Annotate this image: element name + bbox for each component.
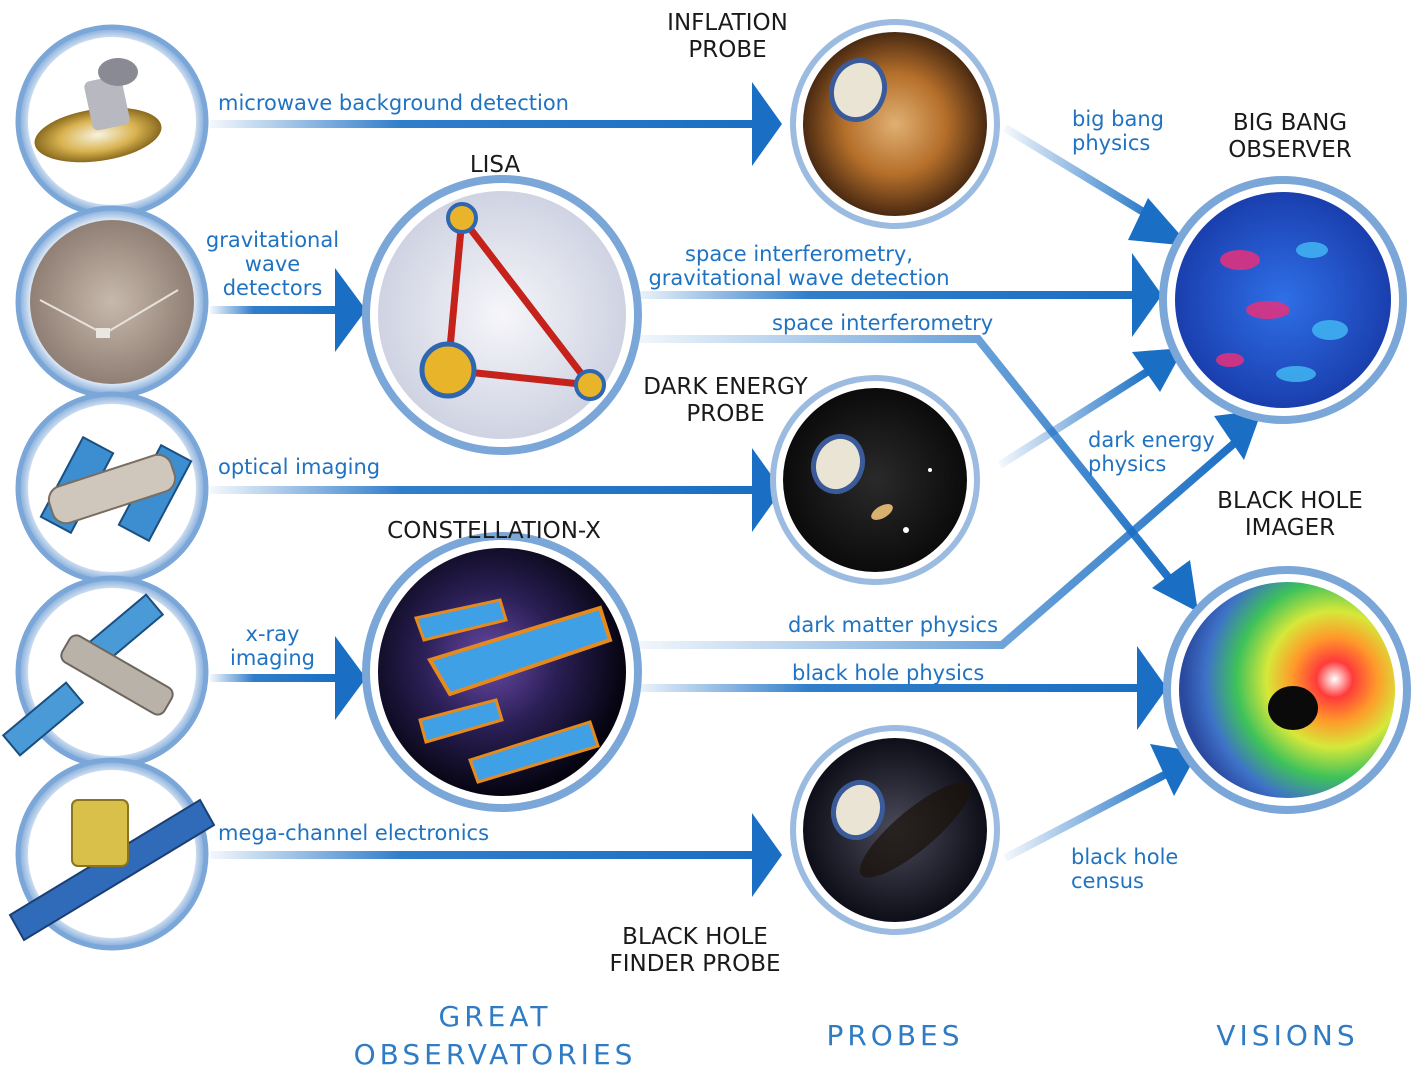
arrow-big-bang-physics [1002,124,1190,246]
big-bang-physics-label: big bang physics [1072,107,1165,155]
cmb-map-icon [1216,242,1348,382]
inflation-probe-circle [790,19,1000,229]
big-bang-observer-title: BIG BANG OBSERVER [1228,110,1352,163]
arrow-gravitational [210,268,366,352]
column-heading-probes: PROBES [826,1019,964,1052]
arrow-xray [210,636,366,720]
inflation-probe-title: INFLATION PROBE [667,10,788,63]
gravitational-label: gravitational wave detectors [205,228,340,300]
galaxy-dust-lane-icon [859,782,971,878]
dark-energy-probe-title: DARK ENERGY PROBE [643,374,808,427]
probe-spacecraft-icon [810,433,866,495]
lisa-triangle-icon [419,202,606,401]
space-interf-label: space interferometry [772,311,994,335]
glast-satellite-icon [8,798,216,942]
space-interf-gw-label: space interferometry, gravitational wave… [648,242,950,290]
observatory-circle-microwave [15,24,209,218]
big-bang-observer-circle [1159,176,1407,424]
arrow-space-interf [632,335,1198,612]
arrow-dark-energy-physics [997,348,1184,469]
constellation-x-circle [362,532,642,812]
arrow-mega-channel [210,813,782,897]
observatory-circle-mega-channel [8,757,216,951]
lisa-circle [362,175,642,455]
observatory-circle-gravitational [15,205,209,399]
constellation-x-title: CONSTELLATION-X [387,518,601,544]
optical-label: optical imaging [218,455,381,479]
microwave-label: microwave background detection [218,91,569,115]
microwave-satellite-icon [34,58,162,163]
black-hole-imager-circle [1163,566,1411,814]
ligo-site-icon [39,289,179,338]
dark-energy-physics-label: dark energy physics [1088,428,1215,476]
arrow-microwave [210,82,782,166]
arrow-black-hole-census [1003,744,1198,862]
dark-matter-physics-label: dark matter physics [788,613,999,637]
probe-spacecraft-icon [829,57,887,123]
black-hole-census-label: black hole census [1071,845,1179,893]
chandra-satellite-icon [1,593,174,757]
dark-energy-probe-circle [770,375,980,585]
arrow-optical [210,448,782,532]
black-hole-physics-label: black hole physics [792,661,985,685]
probe-spacecraft-icon [830,779,886,841]
arrow-black-hole-physics [632,646,1167,730]
lisa-title: LISA [469,152,521,178]
mega-channel-label: mega-channel electronics [218,821,490,845]
black-hole-finder-probe-circle [790,725,1000,935]
arrow-space-interf-gw [632,253,1162,337]
column-heading-great-observatories: GREAT OBSERVATORIES [353,1000,637,1071]
xray-label: x-ray imaging [230,622,315,670]
arrow-dark-matter-physics [632,410,1262,649]
black-hole-imager-title: BLACK HOLE IMAGER [1217,488,1363,541]
observatory-circle-xray [1,575,209,769]
black-hole-shadow-icon [1268,686,1318,730]
observatory-circle-optical [15,391,209,585]
galaxy-field-icon [871,468,932,533]
hubble-telescope-icon [39,435,193,543]
black-hole-finder-probe-title: BLACK HOLE FINDER PROBE [609,924,781,977]
constellation-x-spacecraft-icon [414,598,613,784]
column-heading-visions: VISIONS [1216,1019,1359,1052]
